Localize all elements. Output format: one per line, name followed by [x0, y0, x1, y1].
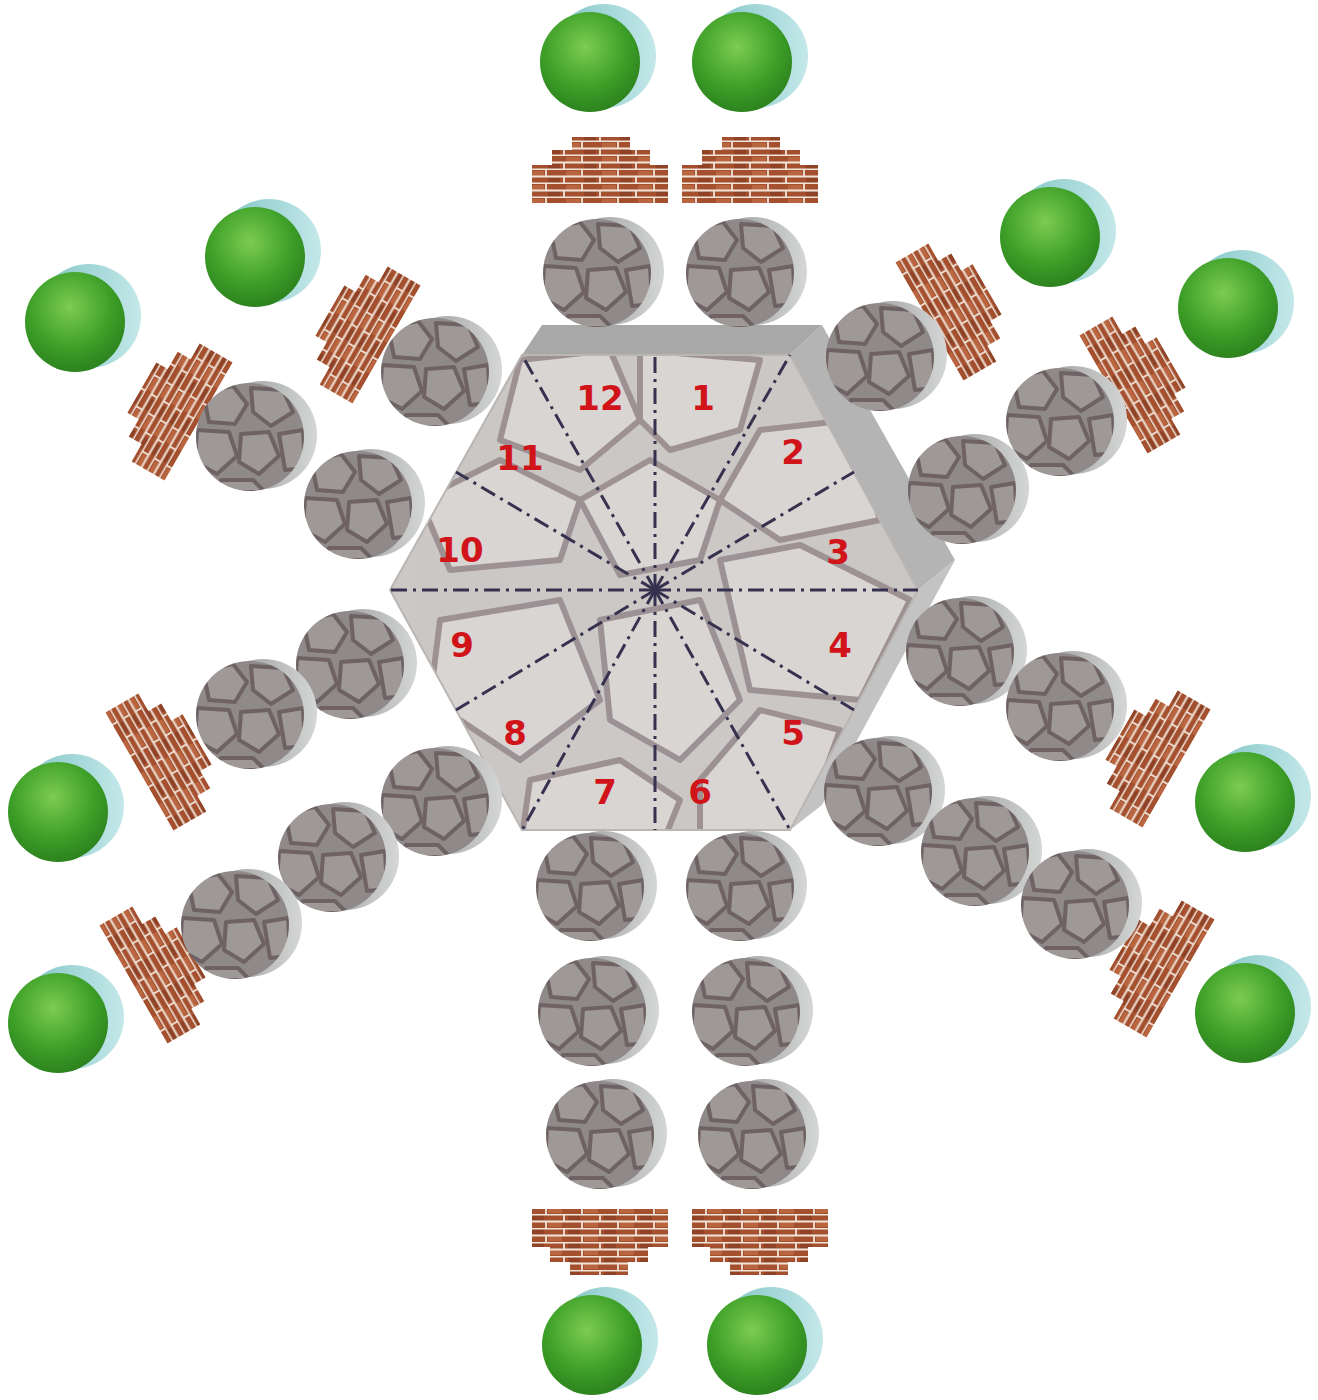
stone-post	[181, 869, 302, 979]
stone-post	[381, 316, 502, 426]
hex-wall	[522, 325, 822, 355]
brick-wall	[532, 137, 668, 203]
grass-pot	[1000, 179, 1116, 287]
sector-number: 4	[828, 628, 852, 662]
sector-number: 11	[496, 441, 543, 475]
stone-post	[1021, 849, 1142, 959]
stone-post	[546, 1079, 667, 1189]
grass-pot	[1195, 955, 1311, 1063]
grass-pot	[8, 965, 124, 1073]
grass-pot	[707, 1287, 823, 1395]
stone-post	[381, 746, 502, 856]
stone-post	[686, 217, 807, 327]
sector-number: 8	[503, 716, 527, 750]
stone-post	[1006, 651, 1127, 761]
sector-number: 9	[450, 628, 474, 662]
sector-number: 2	[781, 435, 805, 469]
stone-post	[536, 831, 657, 941]
stone-post	[538, 956, 659, 1066]
sector-number: 6	[688, 775, 712, 809]
sector-number: 1	[691, 381, 715, 415]
sector-number: 10	[436, 533, 483, 567]
stone-post	[196, 659, 317, 769]
stone-post	[1006, 366, 1127, 476]
sector-number: 3	[826, 535, 850, 569]
stone-post	[908, 434, 1029, 544]
sector-number: 7	[593, 775, 617, 809]
stone-post	[826, 301, 947, 411]
stone-post	[196, 381, 317, 491]
stone-post	[543, 217, 664, 327]
grass-pot	[205, 199, 321, 307]
brick-wall	[532, 1209, 668, 1275]
stone-post	[692, 956, 813, 1066]
grass-pot	[542, 1287, 658, 1395]
stone-post	[686, 831, 807, 941]
stone-post	[906, 596, 1027, 706]
sector-number: 5	[781, 716, 805, 750]
stone-post	[278, 802, 399, 912]
sector-number: 12	[576, 381, 623, 415]
stone-post	[304, 449, 425, 559]
grass-pot	[692, 4, 808, 112]
grass-pot	[1178, 250, 1294, 358]
grass-pot	[540, 4, 656, 112]
stone-post	[698, 1079, 819, 1189]
brick-wall	[682, 137, 818, 203]
brick-wall	[692, 1209, 828, 1275]
grass-pot	[8, 754, 124, 862]
grass-pot	[25, 264, 141, 372]
grass-pot	[1195, 744, 1311, 852]
